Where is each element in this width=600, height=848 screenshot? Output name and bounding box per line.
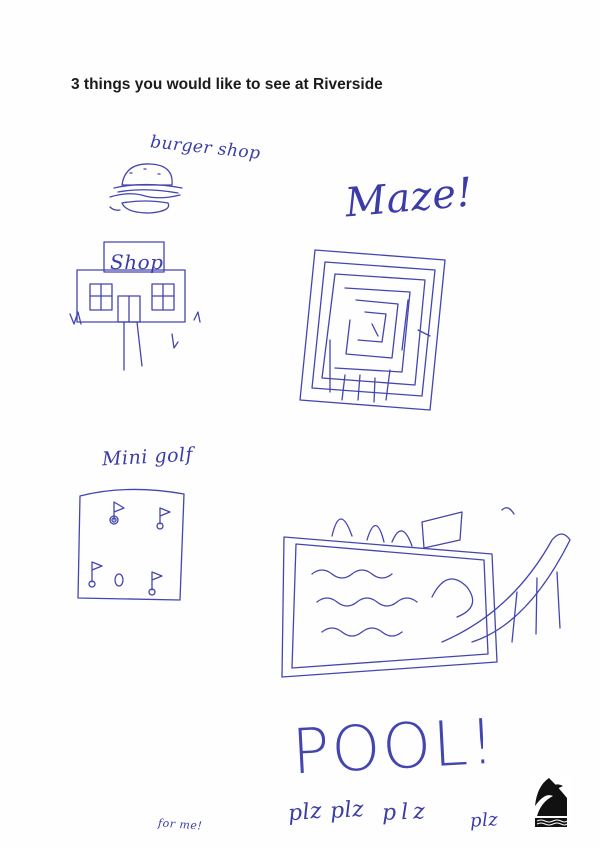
pool-slide-icon <box>281 507 571 678</box>
shop-building-icon <box>69 241 201 371</box>
plz-text-1: plz <box>286 798 324 827</box>
for-me-note: for me! <box>157 816 203 833</box>
riverside-logo-icon <box>531 776 571 828</box>
burger-icon <box>109 163 183 214</box>
page-title: 3 things you would like to see at Rivers… <box>71 76 383 93</box>
maze-icon <box>299 249 446 411</box>
mini-golf-label: Mini golf <box>101 443 194 471</box>
plz-text-2: plz <box>329 796 366 825</box>
plz-text-4: plz <box>469 809 499 832</box>
plz-text-3: plz <box>381 799 431 826</box>
mini-golf-course-icon <box>77 488 185 601</box>
pool-label: POOL! <box>290 704 499 789</box>
maze-label: Maze! <box>343 169 475 227</box>
shop-sign-label: Shop <box>110 250 164 274</box>
